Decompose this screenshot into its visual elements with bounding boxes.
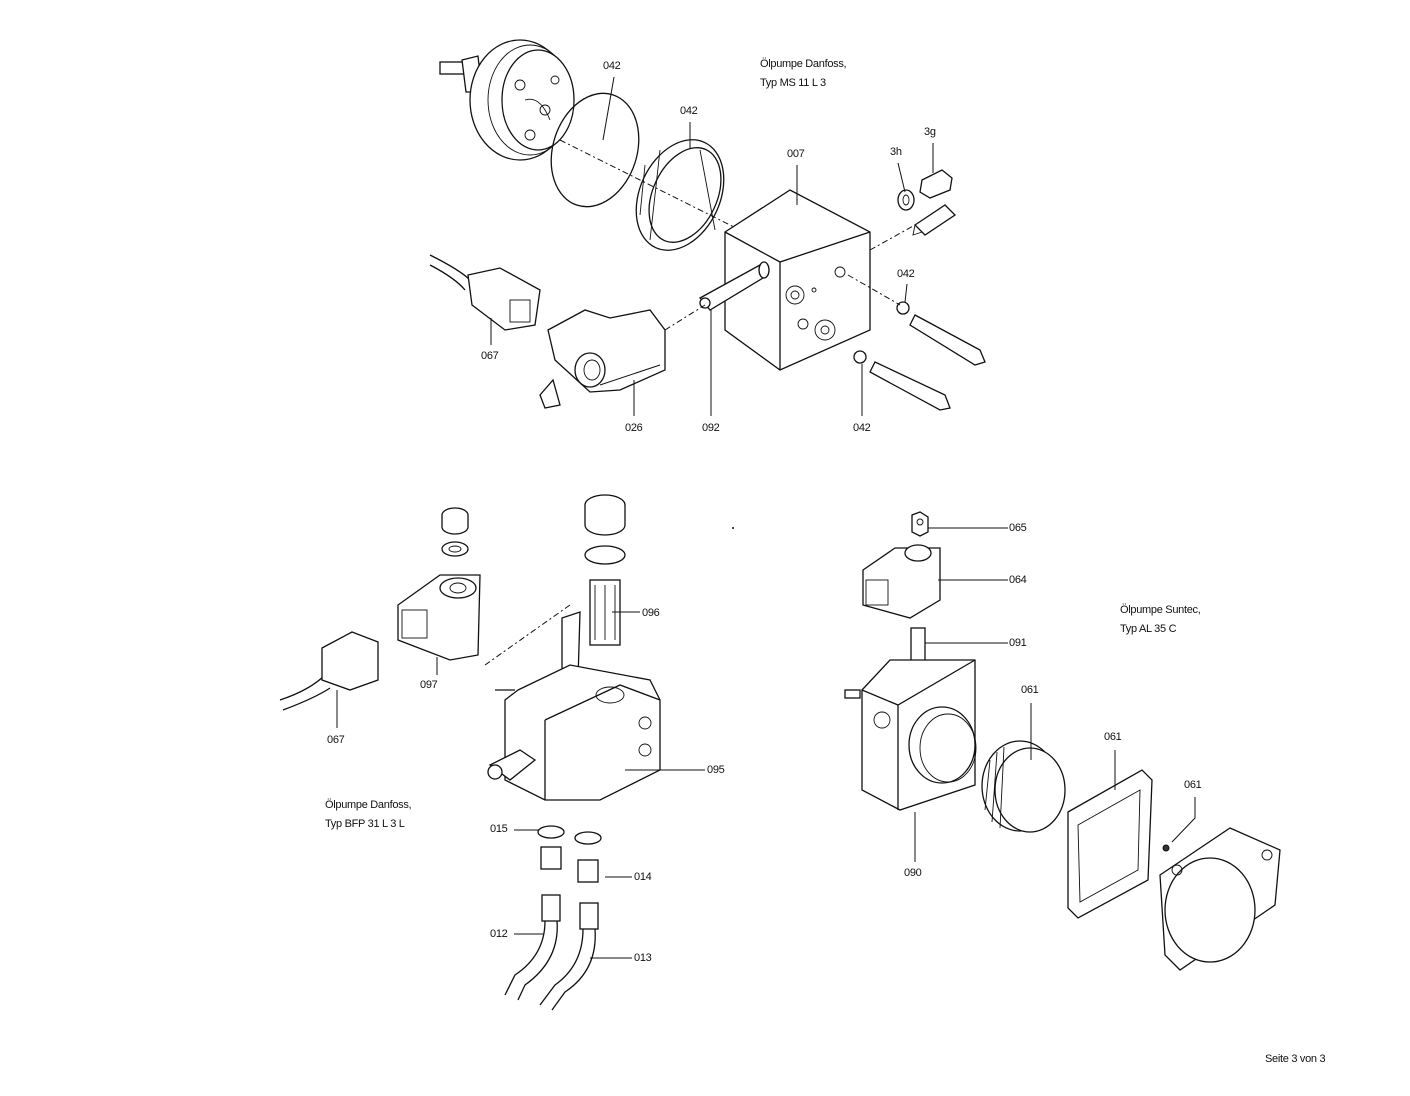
part-label: 096 <box>642 607 660 619</box>
pump-body-095 <box>495 664 661 801</box>
title-line: Typ MS 11 L 3 <box>760 77 826 89</box>
title-line: Ölpumpe Danfoss, <box>760 58 847 70</box>
cover-plate <box>1159 827 1281 971</box>
part-label: 061 <box>1021 684 1039 696</box>
part-label: 014 <box>634 871 652 883</box>
title-line: Typ AL 35 C <box>1120 623 1177 635</box>
solenoid-coil-097 <box>397 574 481 661</box>
title-top: Ölpumpe Danfoss, Typ MS 11 L 3 <box>760 55 847 93</box>
plug-connector-067 <box>429 254 541 331</box>
screws <box>853 301 986 411</box>
part-label: 3h <box>890 146 902 158</box>
part-label: 092 <box>702 422 720 434</box>
o-ring <box>550 92 640 208</box>
part-label: 064 <box>1009 574 1027 586</box>
part-label: 013 <box>634 952 652 964</box>
solenoid-coil-026 <box>547 309 666 393</box>
title-line: Typ BFP 31 L 3 L <box>325 818 405 830</box>
solenoid-coil-064 <box>862 544 941 619</box>
part-label: 067 <box>327 734 345 746</box>
shaft-092 <box>698 261 770 311</box>
title-line: Ölpumpe Danfoss, <box>325 799 412 811</box>
part-label: 3g <box>924 126 936 138</box>
title-line: Ölpumpe Suntec, <box>1120 604 1201 616</box>
gasket-061 <box>1067 769 1153 919</box>
hose-fittings <box>504 825 602 1011</box>
part-label: 090 <box>904 867 922 879</box>
part-label: 067 <box>481 350 499 362</box>
filter-061 <box>981 740 1066 833</box>
part-label: 042 <box>897 268 915 280</box>
part-label: 042 <box>680 105 698 117</box>
clip <box>539 378 561 409</box>
part-label: 026 <box>625 422 643 434</box>
part-label: 042 <box>853 422 871 434</box>
part-label: 015 <box>490 823 508 835</box>
part-label: 061 <box>1104 731 1122 743</box>
nut-065 <box>911 511 929 537</box>
part-label: 097 <box>420 679 438 691</box>
page-number: Seite 3 von 3 <box>1265 1053 1326 1065</box>
title-bottom-right: Ölpumpe Suntec, Typ AL 35 C <box>1120 601 1201 639</box>
filter-096 <box>584 494 626 646</box>
part-label: 042 <box>603 60 621 72</box>
nut-small <box>441 507 469 557</box>
locking-nut <box>635 139 725 251</box>
pump-cover-flange <box>439 39 575 161</box>
nozzle-fitting <box>487 749 537 781</box>
part-label: 065 <box>1009 522 1027 534</box>
part-label: 091 <box>1009 637 1027 649</box>
part-label: 061 <box>1184 779 1202 791</box>
part-label: 012 <box>490 928 508 940</box>
pump-body-007 <box>724 189 871 371</box>
plug-connector-067b <box>279 631 379 711</box>
title-bottom-left: Ölpumpe Danfoss, Typ BFP 31 L 3 L <box>325 796 412 834</box>
fittings-3g-3h <box>897 169 957 236</box>
part-label: 095 <box>707 764 725 776</box>
part-label: 007 <box>787 148 805 160</box>
pump-body-090 <box>844 659 977 811</box>
